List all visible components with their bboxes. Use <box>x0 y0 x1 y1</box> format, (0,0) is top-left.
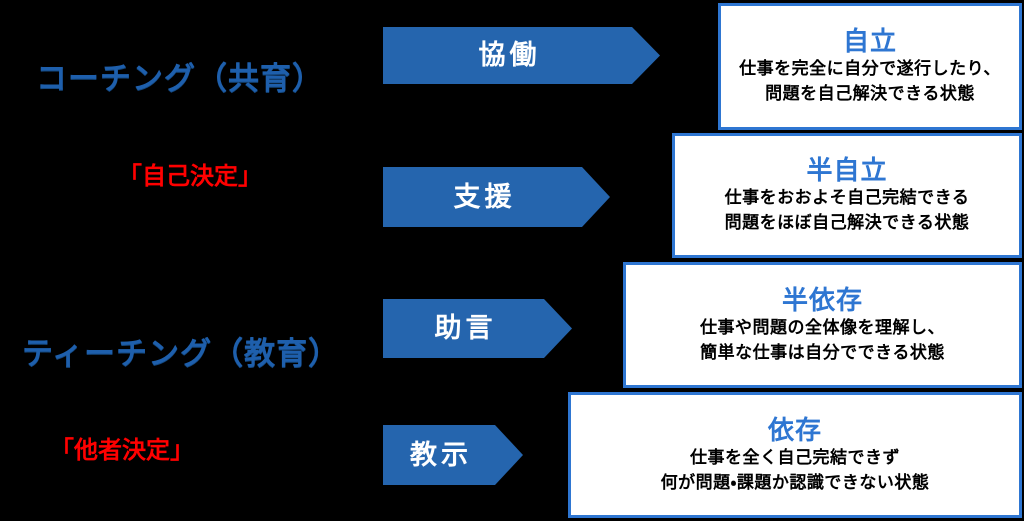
stage-box-semi-independent: 半自立 仕事をおおよそ自己完結できる 問題をほぼ自己解決できる状態 <box>672 133 1022 258</box>
arrow-support-label: 支援 <box>453 181 516 212</box>
teaching-decision-label: 「他者決定」 <box>50 437 194 464</box>
coaching-decision-label: 「自己決定」 <box>118 163 262 190</box>
stage-desc-line: 何が問題・課題か認識できない状態 <box>660 472 930 492</box>
arrow-advice-label: 助言 <box>434 313 497 343</box>
stage-title: 半依存 <box>781 284 863 315</box>
stage-desc-line: 仕事を完全に自分で遂行したり、 <box>739 59 1001 79</box>
stage-desc-line: 問題を自己解決できる状態 <box>765 84 975 104</box>
stage-desc-line: 仕事を全く自己完結できず <box>690 447 900 467</box>
stage-desc-line: 問題をほぼ自己解決できる状態 <box>724 213 970 233</box>
arrow-collaboration-label: 協働 <box>478 40 541 70</box>
stage-box-independent: 自立 仕事を完全に自分で遂行したり、 問題を自己解決できる状態 <box>718 3 1022 130</box>
stage-box-dependent: 依存 仕事を全く自己完結できず 何が問題・課題か認識できない状態 <box>568 392 1022 518</box>
stage-desc-line: 仕事や問題の全体像を理解し、 <box>700 317 945 337</box>
arrow-instruction: 教示 <box>383 425 523 485</box>
arrow-advice: 助言 <box>383 299 572 358</box>
teaching-title: ティーチング（教育） <box>22 336 341 371</box>
arrow-support: 支援 <box>383 167 610 227</box>
stage-title: 半自立 <box>806 155 888 186</box>
arrow-collaboration: 協働 <box>383 27 660 84</box>
stage-title: 依存 <box>767 414 822 445</box>
arrow-instruction-label: 教示 <box>410 439 472 470</box>
coaching-title: コーチング（共育） <box>36 61 324 96</box>
stage-desc-line: 仕事をおおよそ自己完結できる <box>724 188 970 208</box>
stage-desc-line: 簡単な仕事は自分でできる状態 <box>700 342 945 362</box>
stage-box-semi-dependent: 半依存 仕事や問題の全体像を理解し、 簡単な仕事は自分でできる状態 <box>623 262 1022 388</box>
stage-title: 自立 <box>842 26 897 57</box>
